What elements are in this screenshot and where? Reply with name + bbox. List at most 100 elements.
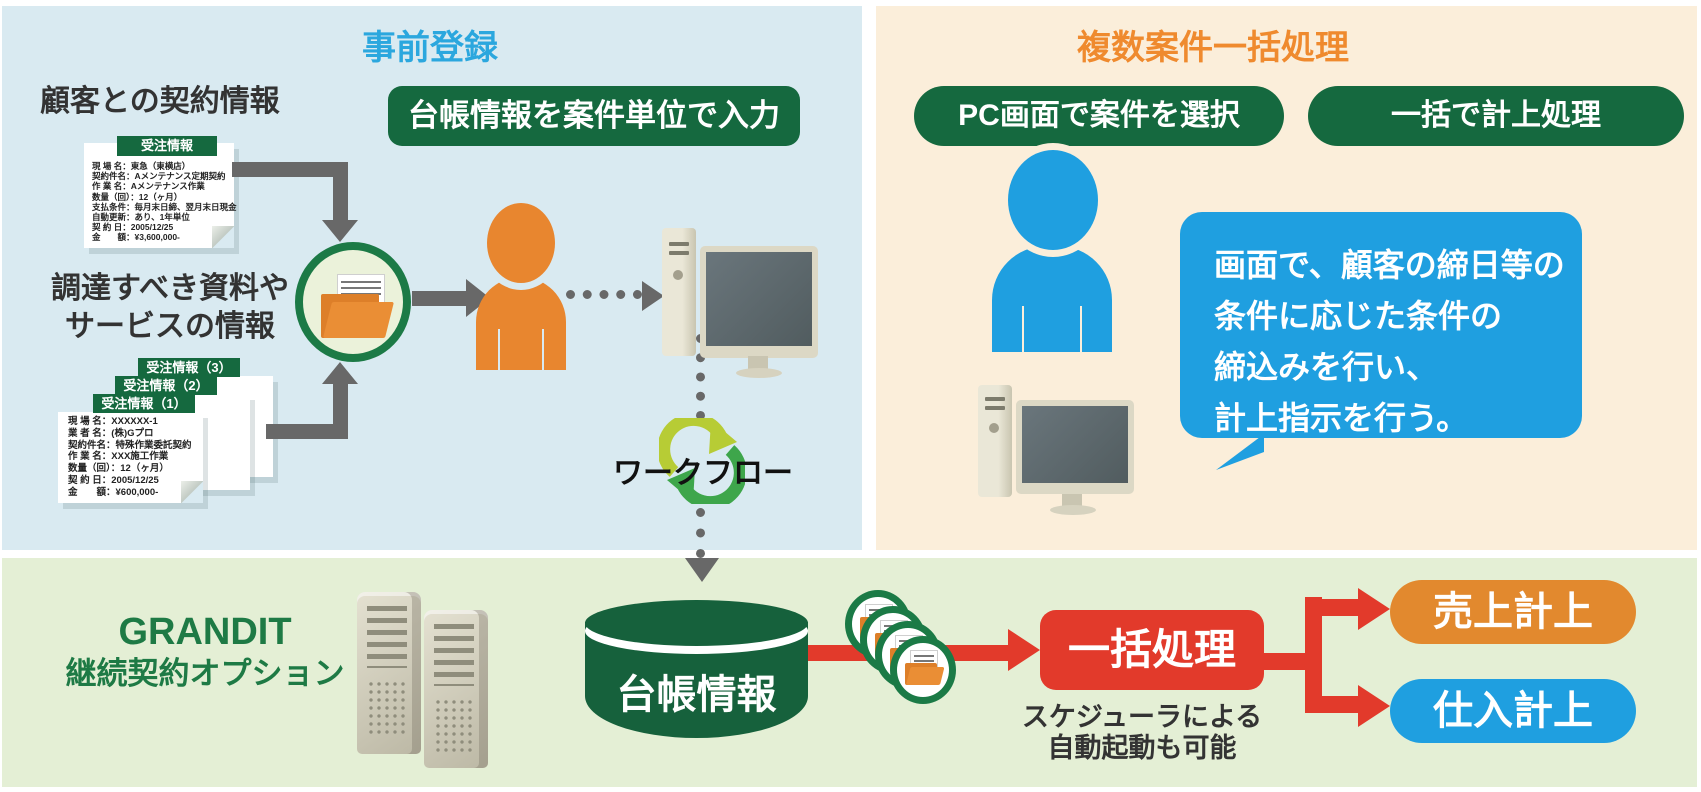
bubble-line: 計上指示を行う。 [1214,400,1469,436]
arrow-doc1-vertical [333,162,348,222]
procurement-label-line2: サービスの情報 [65,310,275,343]
order-info-header: 受注情報 [117,136,217,156]
arrow-doc1-horizontal [232,162,348,177]
red-arrow-head [1008,629,1040,671]
doc-line: 現 場 名：XXXXXX-1 [68,416,158,427]
pc-screen [1022,406,1128,483]
dotted-arrow-to-pc [566,290,642,299]
pc-monitor-icon [1016,400,1134,494]
dotted-arrow-head [642,281,664,311]
speech-bubble-text: 画面で、顧客の締日等の 条件に応じた条件の 締込みを行い、 計上指示を行う。 [1214,240,1570,444]
server-grill [434,698,476,756]
page-fold [181,481,203,503]
tower-vent [669,242,689,246]
order-info-stack-header1: 受注情報（1） [93,394,195,413]
bubble-line: 条件に応じた条件の [1214,298,1503,334]
arrow-to-db-head [685,558,719,582]
server-icon [357,592,421,754]
server-vents [367,606,407,668]
server-vents [434,624,474,686]
doc-line: 金 額：¥3,600,000- [92,232,180,243]
speech-bubble [1180,212,1582,438]
red-branch-vertical [1305,597,1322,713]
doc-line: 作 業 名：XXX施工作業 [68,451,169,463]
scheduler-note-line2: 自動起動も可能 [1047,733,1237,763]
tower-vent [985,406,1005,410]
procurement-label-line1: 調達すべき資料や [51,272,289,305]
workflow-label: ワークフロー [613,457,793,490]
person-orange-icon [476,277,566,370]
database-top [585,600,808,646]
folder-circle-icon [295,242,411,362]
badge-batch-posting: 一括で計上処理 [1308,86,1684,146]
sales-posting-pill: 売上計上 [1390,580,1636,644]
doc-line: 現 場 名：東急（東横店） [92,161,191,171]
doc-line: 支払条件：毎月末日締、翌月末日現金 [92,201,237,212]
doc-line: 契約件名：Aメンテナンス定期契約 [92,171,226,182]
tower-button [989,423,999,433]
page-fold [212,226,234,248]
monitor-stand-neck [1062,494,1082,506]
arrow-to-person-shaft [412,291,466,306]
ledger-entry-banner: 台帳情報を案件単位で入力 [388,86,800,146]
scheduler-note: スケジューラによる 自動起動も可能 [1012,702,1272,764]
arrow-down-head [322,220,358,242]
pc-tower-icon [662,228,696,356]
doc-line: 自動更新：あり、1年単位 [92,212,190,223]
dotted-line-workflow-upper [696,334,705,420]
pc-screen [706,252,812,346]
arrow-stack-vertical [333,382,348,439]
pc-monitor-icon [700,246,818,358]
server-icon [424,610,488,768]
red-arrow-head [1358,685,1390,727]
procurement-label: 調達すべき資料や サービスの情報 [25,270,315,346]
pre-registration-title: 事前登録 [362,29,498,67]
folder-front [906,667,945,685]
badge-select-cases: PC画面で案件を選択 [914,86,1284,146]
grandit-option-name: 継続契約オプション [65,656,345,691]
doc-line: 契 約 日：2005/12/25 [92,222,174,233]
tower-button [673,270,683,280]
tower-vent [985,397,1005,401]
doc-line: 数量（回）：12（ヶ月） [92,191,183,202]
red-branch-arm-bottom [1305,696,1361,713]
doc-line: 契約件名：特殊作業委託契約 [68,439,192,451]
monitor-stand-base [1050,505,1096,515]
bubble-line: 画面で、顧客の締日等の [1214,247,1565,283]
person-arm-line [542,329,544,370]
order-info-stack-lines: 現 場 名：XXXXXX-1 業 者 名：(株)Gプロ 契約件名：特殊作業委託契… [68,416,203,499]
dotted-line-workflow-lower [696,508,705,558]
customer-contract-label: 顧客との契約情報 [40,85,280,118]
red-branch-stub [1264,653,1308,670]
person-arm-line [498,329,500,370]
pc-tower-icon [978,385,1012,497]
order-info-lines: 現 場 名：東急（東横店） 契約件名：Aメンテナンス定期契約 作 業 名：Aメン… [92,161,237,243]
batch-process-box: 一括処理 [1040,610,1264,690]
batch-processing-title: 複数案件一括処理 [1077,29,1349,67]
scheduler-note-line1: スケジューラによる [1021,702,1263,732]
person-orange-head [487,203,555,283]
order-info-stack-card1 [58,412,203,503]
tower-vent [669,251,689,255]
person-arm-line [1080,306,1082,352]
red-arrow-head [1358,588,1390,630]
doc-line: 業 者 名：(株)Gプロ [68,427,154,439]
server-grill [367,680,409,738]
person-blue-icon [992,246,1112,352]
person-arm-line [1022,306,1024,352]
purchase-posting-pill: 仕入計上 [1390,679,1636,743]
doc-line: 契 約 日：2005/12/25 [68,474,159,486]
grandit-product-label: GRANDIT 継続契約オプション [55,610,355,694]
bubble-line: 締込みを行い、 [1214,349,1439,385]
database-label: 台帳情報 [616,673,777,717]
doc-line: 作 業 名：Aメンテナンス作業 [92,181,205,192]
arrow-up-head [322,362,358,384]
order-info-document [84,143,234,248]
order-info-stack-header2: 受注情報（2） [115,376,217,395]
monitor-stand-neck [748,356,768,370]
folder-batch-icon [890,636,956,704]
workflow-icon [659,418,745,504]
person-blue-head [1008,150,1098,250]
order-info-stack-header3: 受注情報（3） [138,358,240,377]
